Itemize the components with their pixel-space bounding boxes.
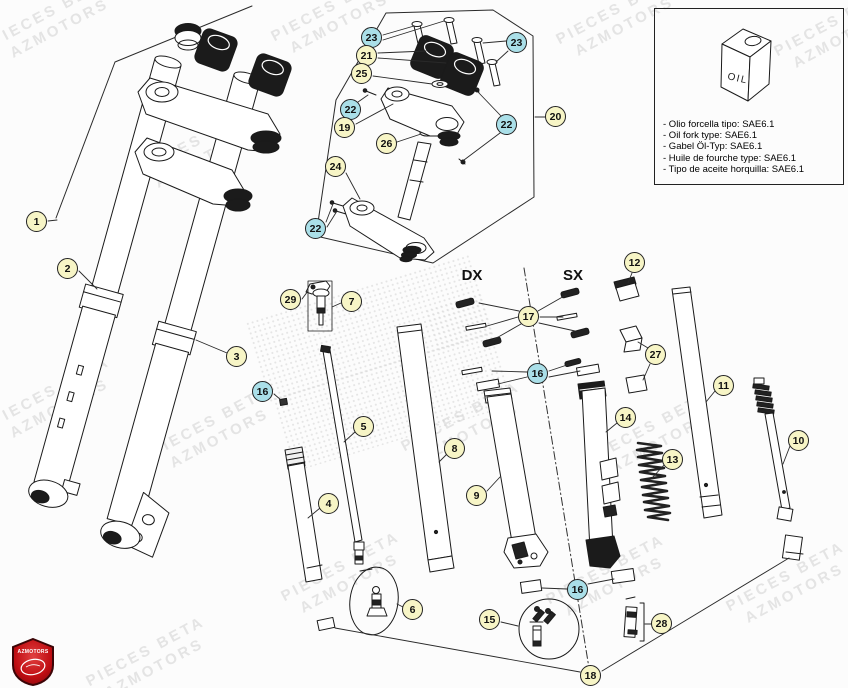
part-callout-24: 24 <box>325 156 346 177</box>
part-callout-9: 9 <box>466 485 487 506</box>
part-callout-4: 4 <box>318 493 339 514</box>
azmotors-logo: AZMOTORS <box>10 637 56 687</box>
part-callout-22: 22 <box>496 114 517 135</box>
part-callout-16: 16 <box>252 381 273 402</box>
logo-ellipse-icon <box>20 658 46 676</box>
part-callout-17: 17 <box>518 306 539 327</box>
triple-clamp-exploded-group <box>315 9 535 264</box>
oil-spec-line: - Oil fork type: SAE6.1 <box>663 130 757 142</box>
complete-fork-assembly <box>28 5 292 558</box>
oil-can-icon: OIL <box>720 28 772 102</box>
oil-spec-line: - Tipo de aceite horquilla: SAE6.1 <box>663 163 805 175</box>
leader-lines <box>47 20 791 673</box>
part-callout-29: 29 <box>280 289 301 310</box>
loose-parts <box>279 276 804 660</box>
oil-spec-line: - Olio forcella tipo: SAE6.1 <box>663 119 775 130</box>
oil-spec-line: - Gabel Öl-Typ: SAE6.1 <box>663 141 763 153</box>
part-callout-10: 10 <box>788 430 809 451</box>
label-sx: SX <box>562 267 583 284</box>
part-callout-20: 20 <box>545 106 566 127</box>
part-callout-27: 27 <box>645 344 666 365</box>
part-callout-2: 2 <box>57 258 78 279</box>
part-callout-16: 16 <box>527 363 548 384</box>
part-callout-5: 5 <box>353 416 374 437</box>
spring-icon <box>635 441 672 522</box>
part-callout-3: 3 <box>226 346 247 367</box>
clamp-bolt-icons <box>411 17 501 87</box>
part-callout-16: 16 <box>567 579 588 600</box>
oil-can-label: OIL <box>726 71 749 86</box>
part-callout-23: 23 <box>506 32 527 53</box>
logo-brand-text: AZMOTORS <box>18 649 49 655</box>
part-callout-11: 11 <box>713 375 734 396</box>
oil-spec-box: - Olio forcella tipo: SAE6.1 - Oil fork … <box>654 8 844 185</box>
label-dx: DX <box>461 267 483 284</box>
part-callout-8: 8 <box>444 438 465 459</box>
center-axis-line <box>523 267 590 669</box>
part-callout-25: 25 <box>351 63 372 84</box>
part-callout-12: 12 <box>624 252 645 273</box>
part-callout-26: 26 <box>376 133 397 154</box>
part-callout-15: 15 <box>479 609 500 630</box>
part-callout-18: 18 <box>580 665 601 686</box>
part-callout-7: 7 <box>341 291 362 312</box>
part-callout-22: 22 <box>305 218 326 239</box>
part-callout-6: 6 <box>402 599 423 620</box>
part-callout-13: 13 <box>662 449 683 470</box>
handlebar-riser-icons <box>174 23 292 97</box>
part-callout-1: 1 <box>26 211 47 232</box>
shield-icon <box>12 637 54 687</box>
part-callout-28: 28 <box>651 613 672 634</box>
oil-spec-line: - Huile de fourche type: SAE6.1 <box>663 152 797 164</box>
part-callout-14: 14 <box>615 407 636 428</box>
part-callout-19: 19 <box>334 117 355 138</box>
